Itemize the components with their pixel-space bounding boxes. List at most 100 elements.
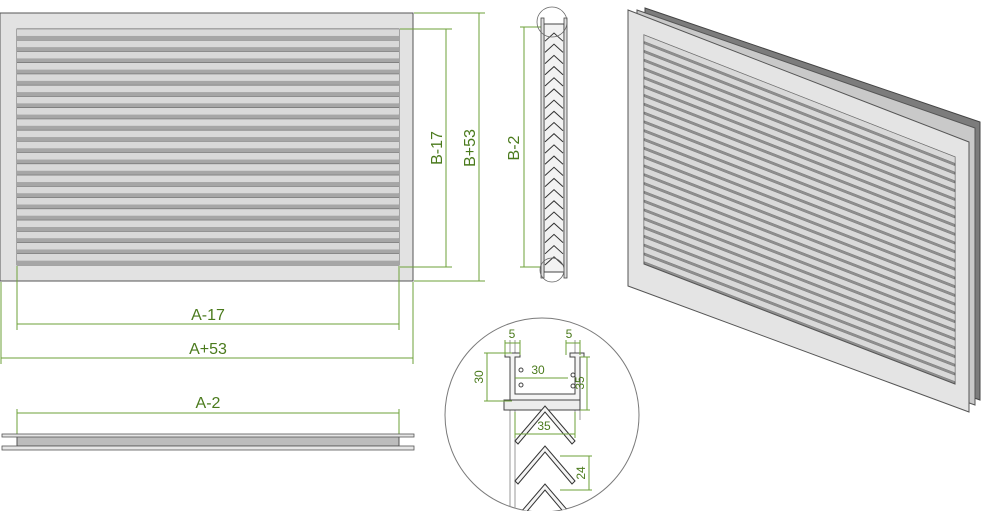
front-louver: [17, 73, 399, 81]
front-louver: [17, 253, 399, 261]
perspective-louver: [643, 122, 956, 251]
front-louver-shadow: [17, 182, 399, 187]
dim-label-b-minus-17: B-17: [429, 131, 446, 165]
front-louver: [17, 51, 399, 59]
perspective-louver: [643, 52, 956, 182]
dim-label-35-horizontal: 35: [537, 419, 551, 433]
perspective-louver: [643, 166, 956, 295]
front-louver-shadow: [17, 170, 399, 176]
front-louver: [17, 242, 399, 250]
front-view: A-17 A+53 B-17 B+53: [0, 12, 485, 364]
detail-blade: [514, 405, 576, 445]
perspective-louver: [643, 113, 956, 243]
front-louver: [17, 163, 399, 171]
perspective-louver: [643, 157, 956, 286]
side-blade: [544, 256, 564, 266]
dim-label-a-plus-53: A+53: [189, 341, 227, 358]
front-louver: [17, 220, 399, 228]
front-louver-shadow: [17, 249, 399, 254]
dim-label-a-minus-17: A-17: [191, 307, 225, 324]
front-louver-shadow: [17, 238, 399, 243]
perspective-louver: [643, 193, 956, 321]
side-blade: [544, 166, 564, 176]
perspective-louver: [643, 184, 956, 313]
side-blade: [544, 244, 564, 255]
perspective-louver: [643, 105, 956, 234]
dim-label-b-minus-2: B-2: [506, 135, 523, 160]
bottom-view: A-2: [1, 395, 415, 451]
dim-label-30-horizontal: 30: [531, 363, 545, 377]
perspective-louver: [643, 254, 956, 382]
front-louver-shadow: [17, 125, 399, 131]
side-blade: [544, 65, 564, 76]
bottom-flange-bottom: [1, 445, 415, 451]
side-flange-right: [563, 17, 568, 279]
detail-blade: [514, 483, 576, 511]
front-louver: [17, 197, 399, 205]
front-louver-shadow: [17, 159, 399, 164]
perspective-louver: [643, 96, 956, 225]
front-louver-shadow: [17, 35, 399, 41]
side-blade: [544, 222, 564, 232]
perspective-louver: [643, 131, 956, 260]
side-blade: [544, 211, 564, 221]
front-louver: [17, 141, 399, 149]
front-louver: [17, 186, 399, 194]
frame-profile: [504, 352, 585, 411]
perspective-louver: [643, 87, 956, 217]
side-top-detail-circle: [536, 6, 568, 38]
front-louver-shadow: [17, 215, 399, 221]
dim-label-5-left: 5: [509, 327, 516, 341]
side-view: B-2: [506, 6, 568, 283]
front-louver: [17, 175, 399, 183]
bottom-flange-top: [1, 433, 415, 438]
front-louver: [17, 107, 399, 115]
perspective-louver: [643, 78, 956, 208]
dim-label-a-minus-2: A-2: [196, 395, 221, 412]
front-louver: [17, 62, 399, 70]
side-blade: [544, 188, 564, 199]
perspective-louvers: [643, 34, 956, 382]
front-louver-shadow: [17, 193, 399, 198]
side-blades: [544, 32, 564, 266]
front-louver: [17, 29, 399, 36]
front-louver-shadow: [17, 227, 399, 232]
front-louver-shadow: [17, 114, 399, 119]
bottom-body: [16, 435, 400, 447]
dim-label-24: 24: [574, 466, 588, 480]
front-louver-shadow: [17, 80, 399, 86]
perspective-louver: [643, 61, 956, 190]
perspective-louver: [643, 246, 956, 374]
side-blade: [544, 177, 564, 188]
front-louver-shadow: [17, 148, 399, 153]
perspective-louver: [643, 201, 956, 330]
perspective-louver: [643, 140, 956, 269]
perspective-louver: [643, 219, 956, 347]
front-louver: [17, 96, 399, 104]
side-blade: [544, 233, 564, 243]
perspective-louver: [643, 210, 956, 339]
front-louver: [17, 130, 399, 138]
front-louver-shadow: [17, 260, 399, 265]
front-louver-shadow: [17, 137, 399, 142]
front-louver-shadow: [17, 103, 399, 108]
side-flange-left: [540, 17, 545, 279]
side-blade: [544, 54, 564, 64]
front-louver-shadow: [17, 58, 399, 63]
side-blade: [544, 144, 564, 154]
front-louver-shadow: [17, 92, 399, 97]
front-louver-shadow: [17, 69, 399, 74]
perspective-louver: [643, 34, 956, 164]
side-blade: [544, 43, 564, 53]
side-blade: [544, 88, 564, 98]
perspective-louver: [643, 175, 956, 304]
detail-view: 5 5 30 30 35 35 24: [444, 317, 640, 511]
front-louver: [17, 85, 399, 93]
perspective-louver: [643, 43, 956, 173]
front-louver-shadow: [17, 204, 399, 209]
side-blade: [544, 121, 564, 132]
perspective-louver: [643, 69, 956, 199]
perspective-louver: [643, 149, 956, 278]
side-blade: [544, 200, 564, 210]
